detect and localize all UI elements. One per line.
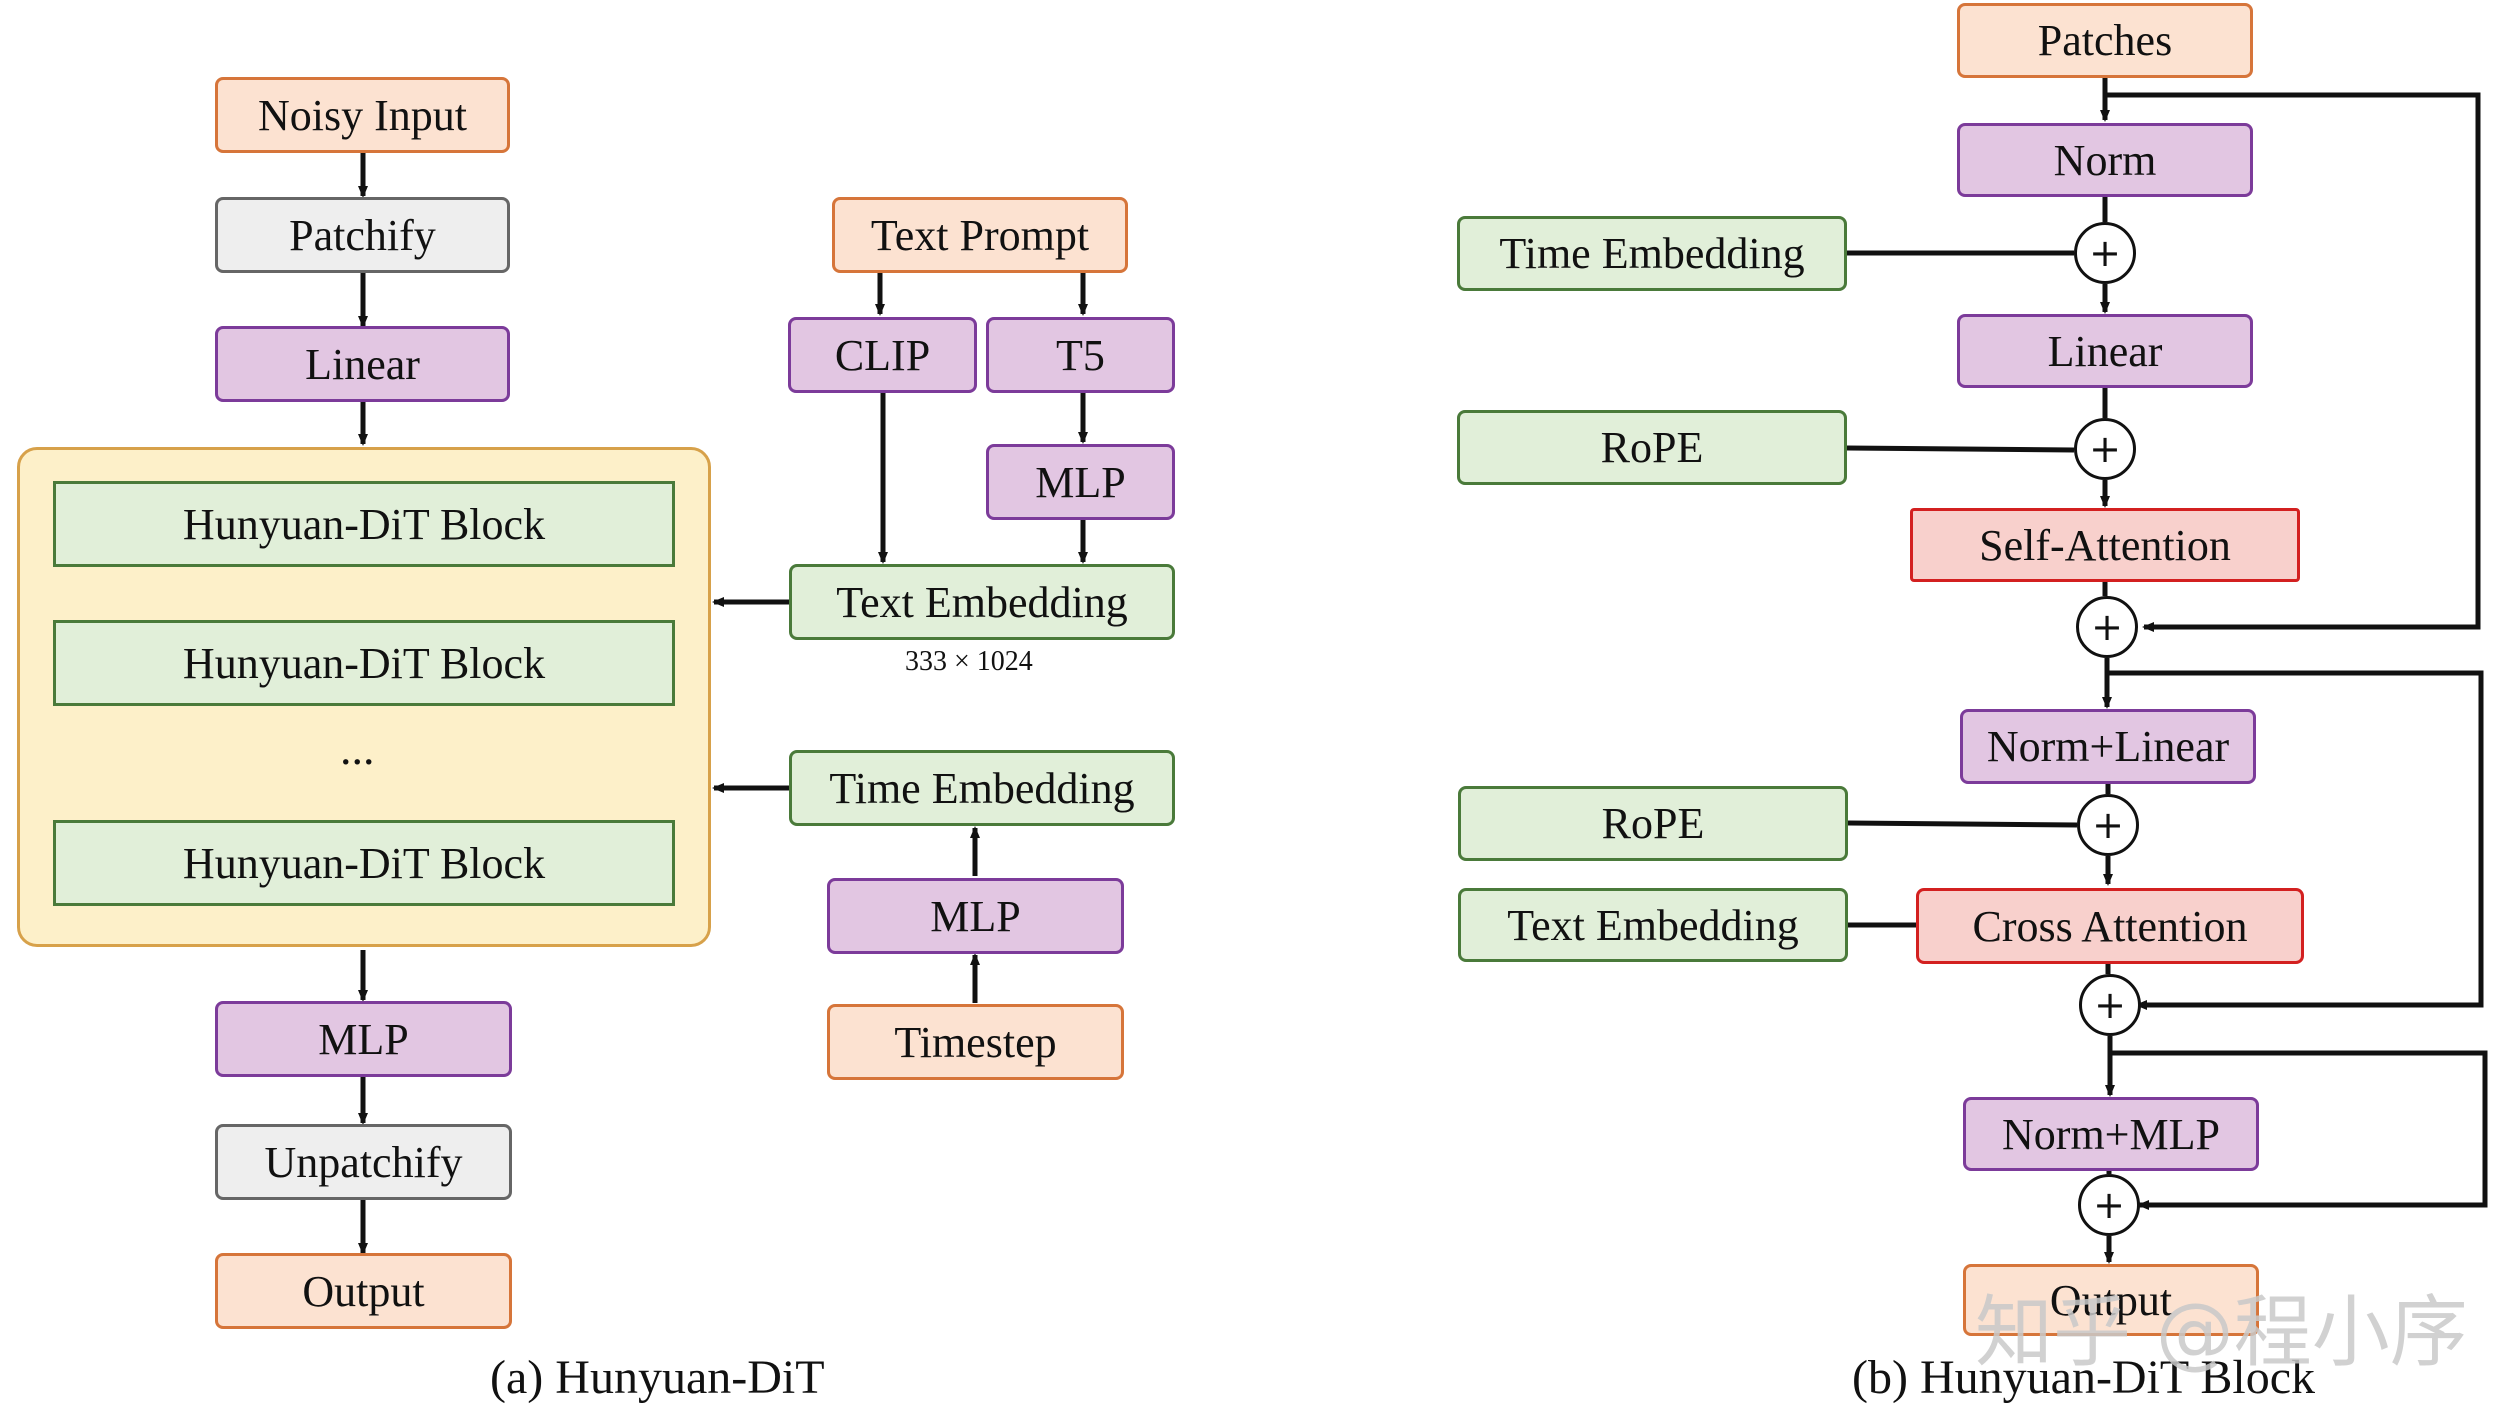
output-box-left: Output: [215, 1253, 512, 1329]
mlp-time-box: MLP: [827, 878, 1124, 954]
t5-label: T5: [1056, 330, 1105, 380]
unpatchify-label: Unpatchify: [264, 1137, 463, 1187]
mlp-label: MLP: [318, 1014, 409, 1064]
patches-box: Patches: [1957, 3, 2253, 78]
caption-a: (a) Hunyuan-DiT: [490, 1351, 825, 1404]
block-n-label: Hunyuan-DiT Block: [182, 838, 546, 888]
time-embedding-left-label: Time Embedding: [829, 763, 1135, 813]
unpatchify-box: Unpatchify: [215, 1124, 512, 1200]
add-node-3: +: [2076, 596, 2138, 658]
norm-mlp-box: Norm+MLP: [1963, 1097, 2259, 1171]
line-rope-to-plus2: [1846, 445, 2075, 453]
block-1-label: Hunyuan-DiT Block: [182, 499, 546, 549]
time-embedding-box-left: Time Embedding: [789, 750, 1175, 826]
norm-linear-label: Norm+Linear: [1986, 722, 2230, 771]
text-embedding-box-right: Text Embedding: [1458, 888, 1848, 962]
t5-box: T5: [986, 317, 1175, 393]
linear-label: Linear: [305, 339, 420, 389]
norm-box: Norm: [1957, 123, 2253, 197]
cross-attention-label: Cross Attention: [1972, 901, 2248, 951]
time-embedding-box-right: Time Embedding: [1457, 216, 1847, 291]
hunyuan-dit-block-1: Hunyuan-DiT Block: [53, 481, 675, 567]
text-prompt-box: Text Prompt: [832, 197, 1128, 273]
cross-attention-box: Cross Attention: [1916, 888, 2304, 964]
mlp-text-box: MLP: [986, 444, 1175, 520]
timestep-label: Timestep: [894, 1017, 1057, 1067]
add-node-4: +: [2077, 794, 2139, 856]
text-embedding-right-label: Text Embedding: [1507, 900, 1799, 950]
add-node-6: +: [2078, 1174, 2140, 1236]
block-2-label: Hunyuan-DiT Block: [182, 638, 546, 688]
hunyuan-dit-block-2: Hunyuan-DiT Block: [53, 620, 675, 706]
mlp-text-label: MLP: [1035, 457, 1126, 507]
mlp-time-label: MLP: [930, 891, 1021, 941]
patches-label: Patches: [2037, 16, 2173, 65]
patchify-box: Patchify: [215, 197, 510, 273]
hunyuan-dit-block-n: Hunyuan-DiT Block: [53, 820, 675, 906]
rope-2-label: RoPE: [1601, 799, 1705, 848]
text-prompt-label: Text Prompt: [870, 210, 1090, 260]
residual-3: [2110, 1050, 2488, 1210]
self-attention-box: Self-Attention: [1910, 508, 2300, 582]
add-node-5: +: [2079, 974, 2141, 1036]
clip-label: CLIP: [834, 330, 931, 380]
clip-box: CLIP: [788, 317, 977, 393]
timestep-box: Timestep: [827, 1004, 1124, 1080]
self-attention-label: Self-Attention: [1979, 520, 2231, 570]
noisy-input-box: Noisy Input: [215, 77, 510, 153]
norm-linear-box: Norm+Linear: [1960, 709, 2256, 784]
text-embedding-box-left: Text Embedding: [789, 564, 1175, 640]
norm-label: Norm: [2053, 135, 2157, 185]
residual-1: [2105, 92, 2481, 632]
output-box-right: Output: [1963, 1264, 2259, 1336]
residual-2: [2107, 670, 2484, 1010]
linear-box-right: Linear: [1957, 314, 2253, 388]
caption-b: (b) Hunyuan-DiT Block: [1852, 1351, 2316, 1404]
line-rope-to-plus4: [1847, 820, 2078, 828]
patchify-label: Patchify: [289, 210, 436, 260]
add-node-1: +: [2074, 222, 2136, 284]
watermark-text: 知乎 @程小序: [1975, 1288, 2468, 1378]
rope-box-1: RoPE: [1457, 410, 1847, 485]
linear-right-label: Linear: [2047, 326, 2163, 376]
time-embedding-right-label: Time Embedding: [1499, 229, 1805, 278]
add-node-2: +: [2074, 418, 2136, 480]
output-right-label: Output: [2049, 1275, 2173, 1325]
blocks-ellipsis: ...: [340, 723, 375, 774]
text-embedding-dim: 333 × 1024: [905, 646, 1033, 677]
rope-box-2: RoPE: [1458, 786, 1848, 861]
noisy-input-label: Noisy Input: [258, 90, 467, 140]
rope-1-label: RoPE: [1600, 423, 1704, 472]
text-embedding-left-label: Text Embedding: [836, 577, 1128, 627]
norm-mlp-label: Norm+MLP: [2002, 1109, 2220, 1159]
output-left-label: Output: [302, 1266, 425, 1316]
mlp-box: MLP: [215, 1001, 512, 1077]
linear-box: Linear: [215, 326, 510, 402]
